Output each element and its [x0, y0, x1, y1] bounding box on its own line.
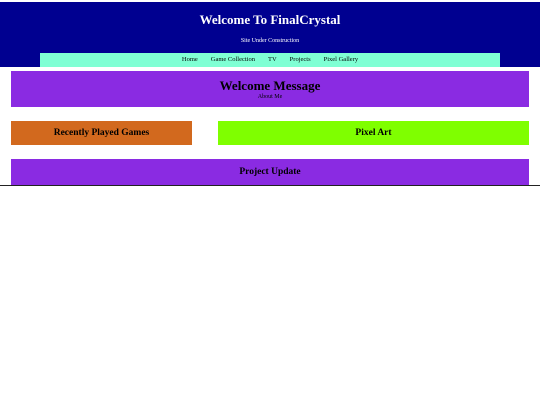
welcome-subtitle: About Me	[257, 94, 283, 100]
pixel-art-section: Pixel Art	[218, 121, 529, 145]
welcome-title: Welcome Message	[219, 78, 321, 93]
project-update-section: Project Update	[11, 159, 529, 185]
recently-played-games-heading: Recently Played Games	[53, 128, 150, 138]
page-content: Welcome To FinalCrystal Site Under Const…	[0, 0, 540, 186]
nav-link-projects[interactable]: Projects	[289, 56, 311, 63]
project-update-heading: Project Update	[239, 167, 301, 177]
site-header: Welcome To FinalCrystal Site Under Const…	[0, 2, 540, 67]
site-subtitle: Site Under Construction	[240, 38, 300, 44]
nav-link-home[interactable]: Home	[181, 56, 198, 63]
pixel-art-heading: Pixel Art	[355, 128, 392, 138]
recently-played-games-section: Recently Played Games	[11, 121, 192, 145]
navigation-bar: Home Game Collection TV Projects Pixel G…	[40, 53, 500, 67]
nav-link-game-collection[interactable]: Game Collection	[210, 56, 255, 63]
welcome-section: Welcome Message About Me	[11, 71, 529, 107]
nav-link-tv[interactable]: TV	[268, 56, 277, 63]
site-title: Welcome To FinalCrystal	[199, 12, 341, 27]
nav-link-pixel-gallery[interactable]: Pixel Gallery	[323, 56, 359, 63]
